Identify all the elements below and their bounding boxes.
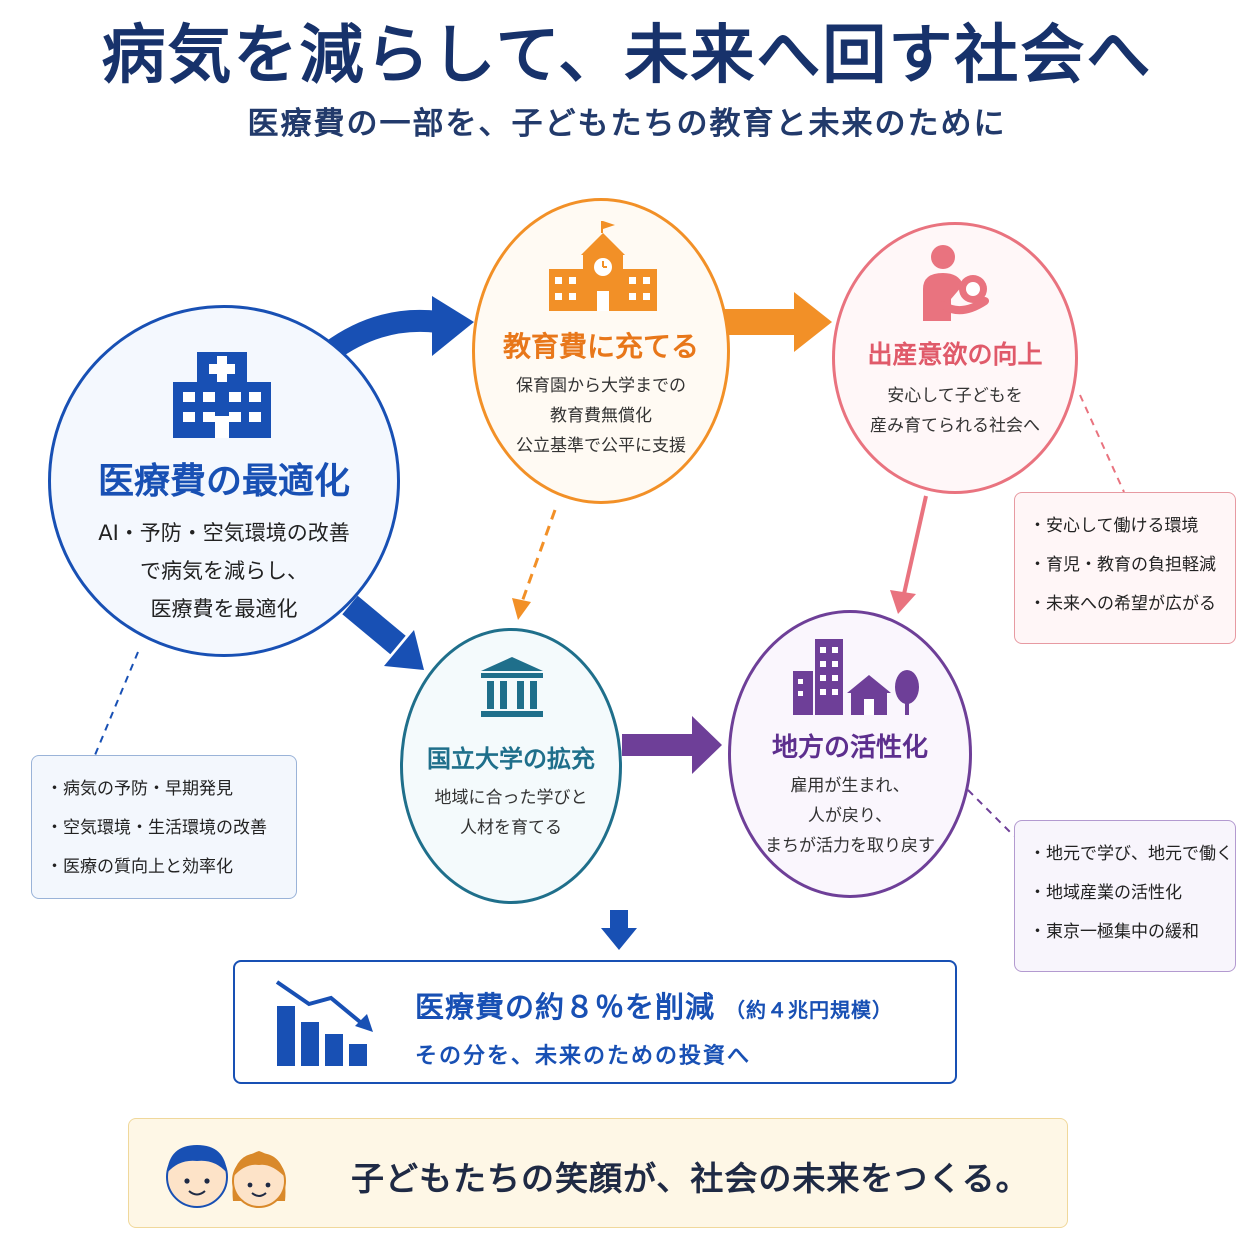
arrow-medical-to-education	[323, 309, 440, 361]
note-birth-item: ・安心して働ける環境	[1029, 516, 1199, 536]
node-birth-line: 安心して子どもを	[887, 386, 1023, 406]
page-subtitle: 医療費の一部を、子どもたちの教育と未来のために	[247, 106, 1007, 142]
dashed-education-to-university	[520, 509, 557, 603]
school-icon	[549, 221, 657, 311]
node-medical-title: 医療費の最適化	[97, 461, 350, 502]
arrow-university-to-region	[622, 734, 694, 756]
arrowhead-university-to-region	[692, 716, 722, 774]
town-icon	[793, 639, 919, 715]
dashed-region-note	[967, 789, 1015, 837]
node-education-line: 公立基準で公平に支援	[516, 436, 686, 456]
footer-banner: 子どもたちの笑顔が、社会の未来をつくる。	[128, 1118, 1068, 1228]
node-education-title: 教育費に充てる	[502, 330, 699, 363]
node-medical-line: で病気を減らし、	[140, 559, 308, 583]
note-medical-item: ・医療の質向上と効率化	[46, 857, 233, 877]
note-birth-item: ・育児・教育の負担軽減	[1029, 555, 1216, 575]
node-university: 国立大学の拡充 地域に合った学びと 人材を育てる	[400, 628, 622, 904]
node-medical-line: 医療費を最適化	[150, 597, 298, 621]
node-region-line: 雇用が生まれ、	[790, 776, 910, 796]
parent-child-icon	[923, 245, 989, 321]
node-region-line: 人が戻り、	[807, 806, 893, 826]
arrowhead-to-result	[601, 928, 637, 950]
note-region-item: ・東京一極集中の緩和	[1029, 922, 1199, 942]
note-birth-item: ・未来への希望が広がる	[1029, 594, 1216, 614]
node-region-line: まちが活力を取り戻す	[765, 836, 935, 856]
node-medical: 医療費の最適化 AI・予防・空気環境の改善 で病気を減らし、 医療費を最適化	[48, 305, 400, 657]
result-title-main: 医療費の約８％を削減	[415, 990, 716, 1024]
arrowhead-medical-to-university	[384, 630, 424, 670]
arrow-birth-to-region	[902, 495, 928, 595]
node-education: 教育費に充てる 保育園から大学までの 教育費無償化 公立基準で公平に支援	[472, 198, 730, 504]
children-faces-icon	[166, 1145, 286, 1208]
result-subtitle: その分を、未来のための投資へ	[415, 1044, 752, 1069]
arrowhead-education-to-university	[512, 598, 531, 620]
arrowhead-birth-to-region	[890, 590, 916, 614]
result-title: 医療費の約８％を削減 （約４兆円規模）	[415, 984, 893, 1026]
note-region-item: ・地域産業の活性化	[1029, 883, 1182, 903]
node-birth: 出産意欲の向上 安心して子どもを 産み育てられる社会へ	[832, 222, 1078, 494]
node-university-title: 国立大学の拡充	[427, 745, 595, 773]
arrowhead-education-to-birth	[794, 292, 832, 352]
arrow-medical-to-university	[342, 595, 406, 655]
note-birth: ・安心して働ける環境 ・育児・教育の負担軽減 ・未来への希望が広がる	[1014, 492, 1236, 644]
footer-slogan: 子どもたちの笑顔が、社会の未来をつくる。	[351, 1159, 1030, 1198]
arrowhead-medical-to-education	[432, 296, 474, 356]
arrow-education-to-birth	[725, 309, 797, 335]
node-medical-line: AI・予防・空気環境の改善	[98, 521, 350, 545]
node-birth-title: 出産意欲の向上	[867, 340, 1043, 369]
node-education-line: 教育費無償化	[550, 406, 652, 426]
node-university-line: 人材を育てる	[460, 818, 562, 838]
note-medical: ・病気の予防・早期発見 ・空気環境・生活環境の改善 ・医療の質向上と効率化	[31, 755, 297, 899]
declining-bar-chart-icon	[275, 980, 373, 1066]
dashed-birth-note	[1079, 394, 1125, 493]
result-box: 医療費の約８％を削減 （約４兆円規模） その分を、未来のための投資へ	[233, 960, 957, 1084]
note-region: ・地元で学び、地元で働く ・地域産業の活性化 ・東京一極集中の緩和	[1014, 820, 1236, 972]
node-education-line: 保育園から大学までの	[516, 376, 686, 396]
note-region-item: ・地元で学び、地元で働く	[1029, 844, 1233, 864]
node-birth-line: 産み育てられる社会へ	[870, 416, 1040, 436]
node-region-title: 地方の活性化	[771, 733, 928, 763]
result-title-note: （約４兆円規模）	[725, 998, 894, 1022]
page-title: 病気を減らして、未来へ回す社会へ	[101, 19, 1153, 93]
node-region: 地方の活性化 雇用が生まれ、 人が戻り、 まちが活力を取り戻す	[728, 610, 972, 898]
arrow-to-result	[610, 910, 628, 930]
university-building-icon	[481, 657, 543, 717]
note-medical-item: ・空気環境・生活環境の改善	[46, 818, 267, 838]
dashed-medical-note	[94, 651, 139, 756]
node-university-line: 地域に合った学びと	[434, 788, 588, 808]
note-medical-item: ・病気の予防・早期発見	[46, 779, 233, 799]
hospital-icon	[173, 352, 271, 438]
